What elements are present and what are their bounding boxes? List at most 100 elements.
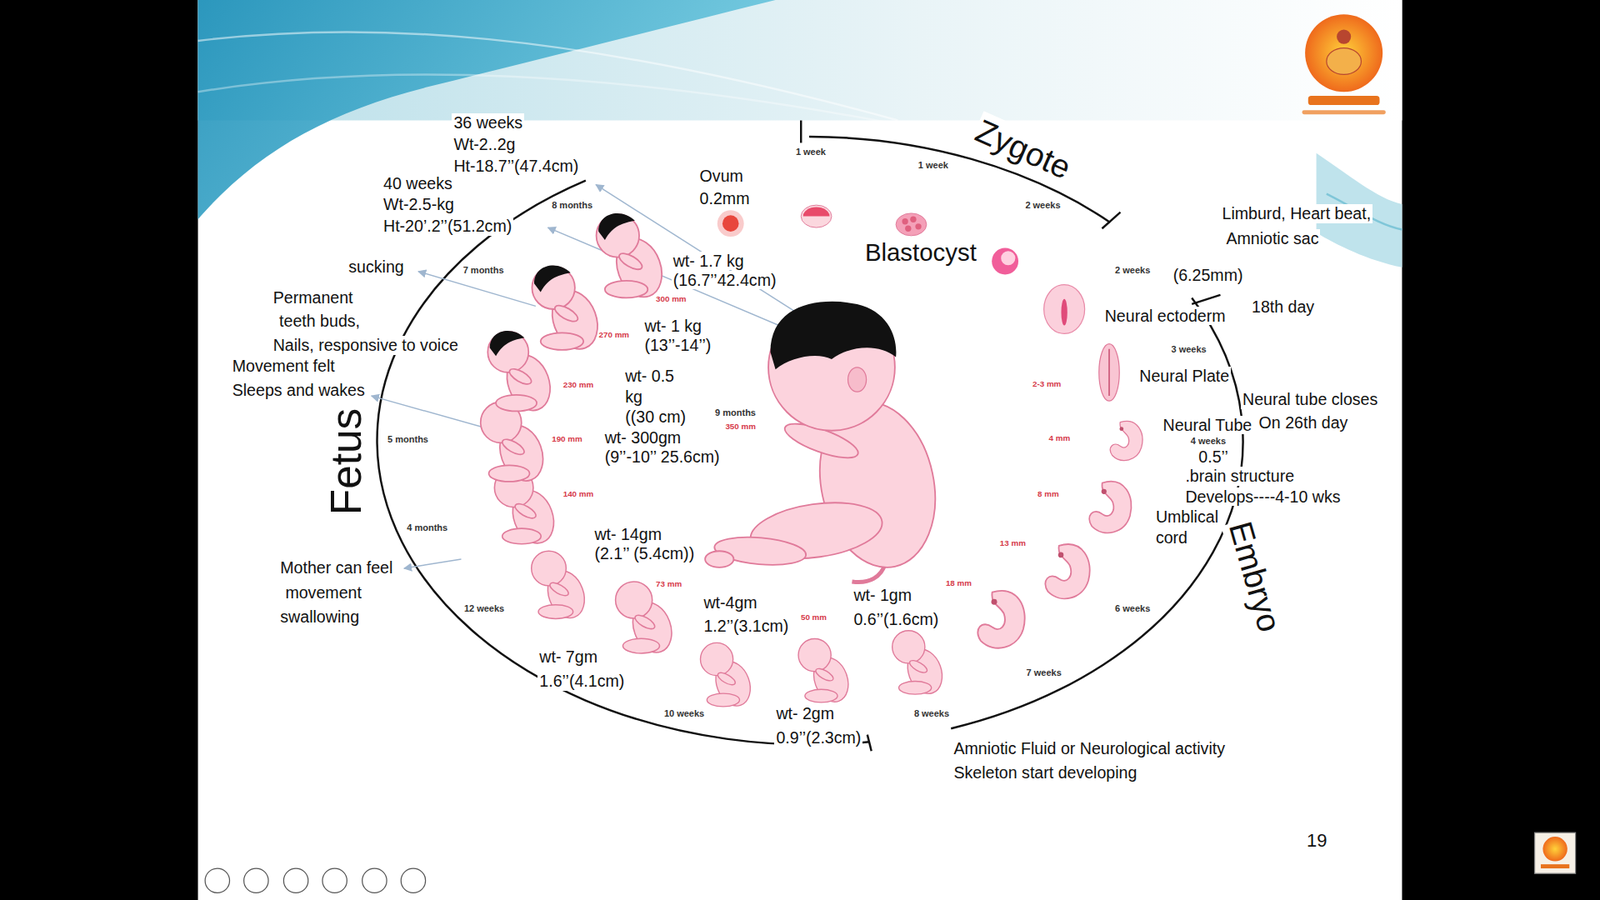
stage-label: 7 months (462, 265, 505, 276)
fetus-figure (798, 639, 855, 707)
annotation-text: Umblical (1154, 507, 1220, 527)
stage-label: 4 weeks (1190, 435, 1227, 447)
ovum (722, 215, 740, 232)
leader-line (371, 395, 489, 429)
annotation-text: wt- 7gm (537, 647, 600, 667)
blastocyst-figure (1000, 250, 1015, 265)
nav-icon (400, 868, 425, 893)
corner-logo (1542, 836, 1567, 861)
fetus-figure (531, 265, 605, 355)
annotation-text: Amniotic Fluid or Neurological activity (951, 739, 1227, 759)
stage-label: 1 week (795, 146, 827, 158)
ovum-halo (717, 210, 745, 237)
annotation-text: cord (1154, 528, 1190, 548)
annotation-text: Nails, responsive to voice (271, 335, 460, 355)
stage-label: 6 weeks (1114, 603, 1151, 615)
embryonic-disc (1044, 285, 1085, 335)
nav-icon (322, 868, 347, 893)
stage-label: 5 months (386, 434, 430, 445)
period-heading: Zygote (968, 110, 1078, 188)
embryo-arc (950, 298, 1243, 730)
annotation-text: wt-4gm (701, 593, 759, 613)
annotation-text: Develops----4-10 wks (1183, 487, 1342, 507)
arc-tick (1101, 212, 1120, 230)
logo-wordmark (1301, 110, 1385, 115)
neural-plate-figure (1108, 349, 1110, 396)
size-label: 300 mm (655, 294, 688, 304)
fetus-figure (596, 213, 670, 304)
annotation-text: Neural Tube (1161, 415, 1255, 435)
annotation-text: Amniotic sac (1224, 229, 1320, 249)
annotation-text: (9’’-10’’ 25.6cm) (603, 447, 722, 467)
size-label: 140 mm (562, 489, 595, 499)
logo-figure (1336, 30, 1351, 45)
stage-heading: Blastocyst (863, 238, 979, 267)
period-heading: Embryo (1220, 515, 1290, 638)
annotation-text: Neural ectoderm (1103, 306, 1228, 326)
annotation-text: Ht-18.7’’(47.4cm) (451, 156, 580, 176)
fetus-figure (892, 630, 949, 699)
nav-icon (283, 868, 308, 893)
stage-label: 1 week (917, 160, 950, 171)
annotation-text: wt- 2gm (774, 704, 836, 724)
logo-wordmark (1308, 95, 1380, 105)
size-label: 350 mm (724, 421, 757, 431)
annotation-text: Permanent (271, 288, 355, 308)
arc-tick (800, 120, 802, 143)
term-fetus-ear (848, 367, 867, 392)
annotation-text: Movement felt (230, 356, 337, 376)
fetus-figure (480, 401, 551, 487)
corner-logo (1540, 864, 1570, 869)
page-number: 19 (1305, 830, 1329, 851)
slide-ground (198, 0, 1403, 900)
annotation-text: 40 weeks (381, 174, 455, 194)
annotation-text: sucking (346, 257, 405, 277)
morula (901, 218, 908, 225)
fetus-arc (377, 180, 870, 745)
annotation-text: On 26th day (1257, 413, 1350, 433)
size-label: 73 mm (655, 579, 683, 589)
logo-disc (1305, 14, 1383, 92)
stage-label: 12 weeks (463, 603, 505, 615)
annotation-text: movement (283, 583, 363, 603)
embryo-figure (1089, 481, 1131, 534)
annotation-text: wt- 14gm (592, 525, 664, 545)
stage-label: 2 weeks (1114, 265, 1151, 276)
leader-line (595, 185, 827, 332)
annotation-text: Limburd, Heart beat, (1220, 204, 1374, 224)
size-label: 18 mm (945, 578, 973, 588)
annotation-text: swallowing (278, 607, 361, 627)
size-label: 230 mm (562, 380, 595, 390)
annotation-text: wt- 300gm (603, 428, 683, 448)
annotation-text: 0.5’’ (1196, 447, 1230, 467)
annotation-text: Ht-20’.2’’(51.2cm) (381, 216, 514, 236)
stage-label: 9 months (714, 407, 757, 419)
arc-tick (1191, 295, 1220, 305)
annotation-text: (16.7’’42.4cm) (671, 270, 779, 290)
stage-label: 2 weeks (1024, 200, 1061, 211)
annotation-text: .brain structure (1183, 466, 1296, 486)
stage-label: 10 weeks (663, 708, 705, 720)
embryo-figure (1045, 544, 1090, 599)
blastocyst-figure (991, 248, 1019, 275)
annotation-text: 0.9’’(2.3cm) (774, 728, 863, 748)
fetus-figure (531, 550, 591, 624)
corner-logo (1535, 832, 1576, 874)
zygote-cell (803, 207, 830, 217)
size-label: 2-3 mm (1031, 379, 1062, 389)
annotation-text: (13’’-14’’) (642, 335, 713, 355)
annotation-text: Wt-2..2g (451, 135, 517, 155)
annotation-text: Ovum (698, 166, 745, 186)
nav-icon (362, 868, 387, 893)
annotation-text: Neural tube closes (1240, 390, 1380, 410)
leader-line (418, 271, 536, 307)
annotation-text: 36 weeks (451, 113, 525, 133)
term-fetus-hair (770, 301, 896, 370)
wave-line (198, 75, 889, 123)
nav-icon (205, 868, 230, 893)
morula (910, 216, 916, 223)
fetus-figure (700, 642, 756, 710)
annotation-text: 18th day (1250, 297, 1316, 317)
logo-figure (1326, 48, 1362, 75)
annotation-text: wt- 1gm (851, 585, 914, 605)
